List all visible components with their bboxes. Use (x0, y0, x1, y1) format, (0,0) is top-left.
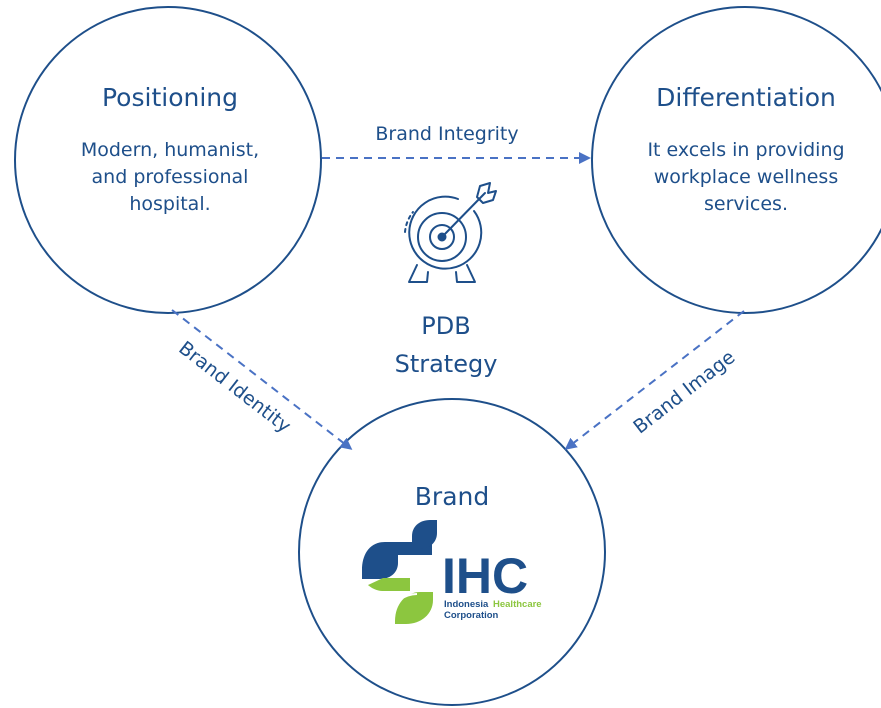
brand-circle (298, 398, 606, 706)
brand-image-label: Brand Image (629, 346, 739, 438)
positioning-title: Positioning (102, 83, 238, 112)
positioning-line-3: hospital. (129, 193, 210, 215)
brand-image-arrow (564, 310, 745, 450)
brand-identity-arrow (171, 309, 353, 450)
ihc-cross-icon (362, 520, 437, 624)
positioning-circle (14, 6, 322, 314)
differentiation-title: Differentiation (656, 83, 836, 112)
brand-identity-label: Brand Identity (174, 337, 295, 437)
target-arrow-icon (404, 182, 497, 283)
positioning-line-2: and professional (92, 166, 249, 188)
ihc-logo-word-3: Corporation (444, 610, 499, 621)
brand-title: Brand (415, 482, 489, 511)
positioning-line-1: Modern, humanist, (81, 139, 259, 161)
differentiation-line-1: It excels in providing (647, 139, 844, 161)
pdb-strategy-line-1: PDB (421, 312, 470, 340)
ihc-logo-abbr: IHC (442, 548, 528, 604)
differentiation-line-2: workplace wellness (654, 166, 838, 188)
pdb-strategy-line-2: Strategy (395, 350, 498, 378)
differentiation-line-3: services. (704, 193, 788, 215)
ihc-logo-word-1: Indonesia (444, 599, 489, 610)
ihc-logo-word-2: Healthcare (493, 599, 542, 610)
brand-integrity-label: Brand Integrity (375, 123, 518, 145)
ihc-logo: IHC Indonesia Healthcare Corporation (362, 520, 542, 624)
differentiation-circle (591, 6, 881, 314)
